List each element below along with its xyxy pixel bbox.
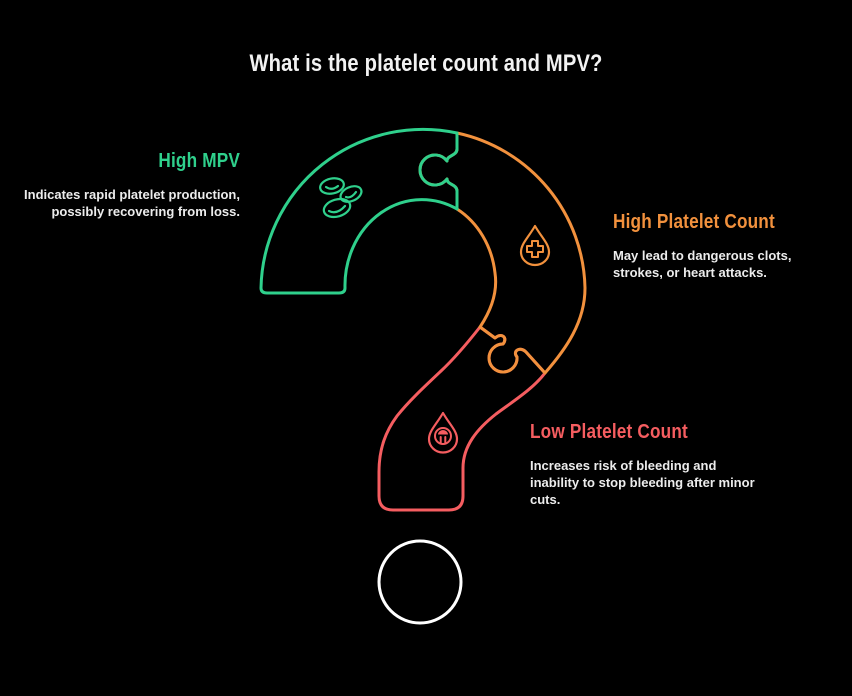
page-title: What is the platelet count and MPV? xyxy=(249,50,603,77)
section-high-platelet-count: High Platelet Count May lead to dangerou… xyxy=(613,211,818,281)
question-mark-dot-circle xyxy=(377,539,463,625)
low-platelet-count-description: Increases risk of bleeding and inability… xyxy=(530,458,755,507)
high-mpv-description: Indicates rapid platelet production, pos… xyxy=(24,187,240,219)
puzzle-piece-high-platelet xyxy=(418,131,587,375)
platelet-cells-icon xyxy=(319,177,363,219)
puzzle-piece-high-mpv xyxy=(259,127,459,295)
section-low-platelet-count: Low Platelet Count Increases risk of ble… xyxy=(530,421,755,508)
section-high-mpv: High MPV Indicates rapid platelet produc… xyxy=(18,150,240,220)
droplet-plus-icon xyxy=(519,224,551,267)
high-platelet-count-heading: High Platelet Count xyxy=(613,211,775,233)
high-platelet-count-description: May lead to dangerous clots, strokes, or… xyxy=(613,248,792,280)
puzzle-piece-low-platelet xyxy=(377,325,547,512)
droplet-low-icon xyxy=(427,411,459,454)
high-mpv-heading: High MPV xyxy=(158,150,240,172)
low-platelet-count-heading: Low Platelet Count xyxy=(530,421,688,443)
